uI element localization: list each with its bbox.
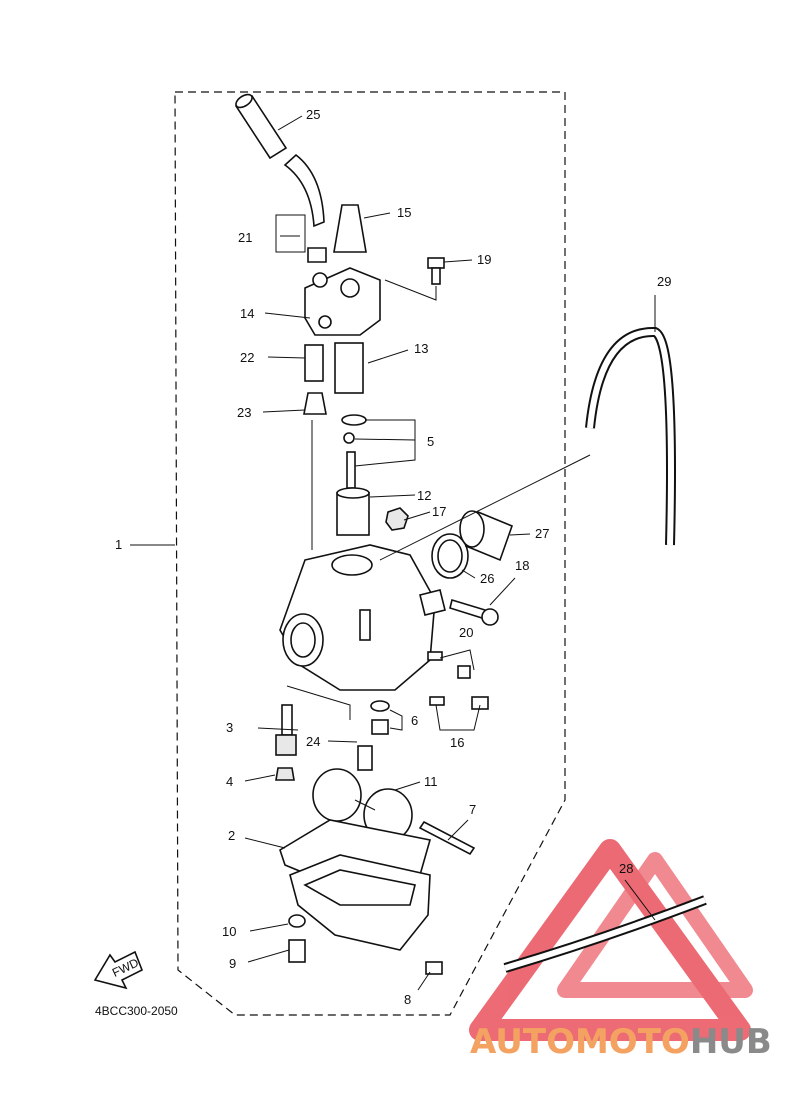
callout-21: 21 [238,230,252,245]
leader-lines [130,115,656,991]
watermark-text-part-b: HUB [690,1022,772,1062]
part-6-pilot-jet [370,700,390,735]
part-14-carburetor-cover [304,267,381,336]
part-13-throttle-spring [334,342,364,394]
part-29-vent-tube [585,326,676,546]
callout-10: 10 [222,924,236,939]
callout-26: 26 [480,571,494,586]
float-chamber [289,854,431,951]
watermark-logo [469,839,753,1041]
part-24-jet [357,745,373,771]
callout-15: 15 [397,205,411,220]
part-4-main-jet [275,767,295,781]
part-23-starter-plunger [303,392,327,415]
callout-7: 7 [469,802,476,817]
assembly-boundary [174,91,566,1016]
watermark-text: AUTOMOTOHUB [470,1022,772,1062]
part-10-washer [288,914,306,928]
callout-17: 17 [432,504,446,519]
callout-11: 11 [424,774,438,789]
part-22-spring [304,344,324,382]
callout-8: 8 [404,992,411,1007]
callout-23: 23 [237,405,251,420]
callout-5: 5 [427,434,434,449]
callout-29: 29 [657,274,671,289]
callout-28: 28 [619,861,633,876]
callout-3: 3 [226,720,233,735]
callout-19: 19 [477,252,491,267]
callout-12: 12 [417,488,431,503]
carburetor-body [279,544,446,691]
callout-1: 1 [115,537,122,552]
part-21-starter-tube [283,153,327,263]
part-17-nut [385,507,409,531]
part-3-needle-jet [275,704,297,756]
watermark-text-part-a: AUTOMOTO [470,1022,690,1062]
callout-13: 13 [414,341,428,356]
part-26-gasket-ring [431,533,469,579]
callout-2: 2 [228,828,235,843]
part-19-screw [427,257,445,285]
callout-25: 25 [306,107,320,122]
callout-22: 22 [240,350,254,365]
part-15-rubber-cap [333,204,367,253]
callout-6: 6 [411,713,418,728]
part-27-joint [459,510,514,562]
callout-9: 9 [229,956,236,971]
part-25-hose-cap [234,93,288,160]
callout-4: 4 [226,774,233,789]
part-29-vent-tube-inner [587,328,674,546]
forward-direction-arrow: FWD [93,950,144,990]
callout-16: 16 [450,735,464,750]
part-5-needle-set [341,414,367,489]
callout-27: 27 [535,526,549,541]
part-18-screw [449,598,499,626]
callout-18: 18 [515,558,529,573]
part-12-throttle-valve [336,487,370,536]
part-20-pilot-screw [427,651,471,679]
part-8-screw [425,961,443,975]
callout-24: 24 [306,734,320,749]
diagram-code: 4BCC300-2050 [95,1004,178,1018]
part-7-float-pin [418,820,476,856]
callout-14: 14 [240,306,254,321]
part-11-float [312,768,413,842]
part-28-drain-hose-inner [504,897,707,971]
part-9-drain-screw [288,939,306,963]
part-16-throttle-stop-screw [429,696,489,710]
callout-20: 20 [459,625,473,640]
